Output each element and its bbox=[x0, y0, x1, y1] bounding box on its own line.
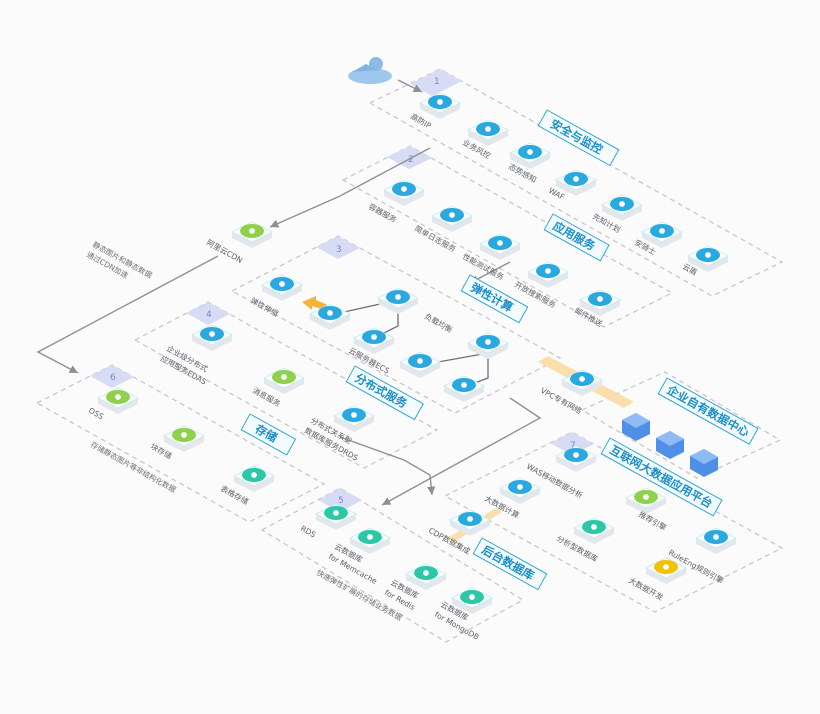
oss-icon bbox=[96, 387, 140, 414]
label-cdn: 阿里云CDN bbox=[205, 238, 244, 265]
zone-4-number: 4 bbox=[206, 310, 212, 320]
label-rds: RDS bbox=[299, 524, 317, 540]
firewall-icon bbox=[554, 169, 598, 196]
network-icon bbox=[230, 221, 274, 248]
connector-cdn-to-storage bbox=[36, 255, 219, 374]
redis-icon bbox=[404, 563, 448, 590]
connector-zone3-to-zone5 bbox=[381, 397, 542, 506]
gear-icon bbox=[418, 92, 462, 119]
zone-1-outline bbox=[368, 68, 784, 297]
zone-5-tab: 5 bbox=[318, 488, 362, 512]
zone-4-tab: 4 bbox=[186, 302, 230, 325]
shield-r-icon bbox=[466, 119, 510, 146]
message-icon bbox=[262, 367, 306, 394]
signal-icon bbox=[600, 194, 644, 221]
cdp-icon bbox=[448, 509, 492, 536]
zone-2-tab: 2 bbox=[387, 146, 432, 169]
label-tanxing: 弹性伸缩 bbox=[249, 295, 281, 319]
title-zone-5-text: 后台数据库 bbox=[479, 543, 537, 583]
label-tuijian: 推荐引擎 bbox=[637, 509, 669, 533]
server-rack-icon-2 bbox=[656, 431, 684, 459]
recommend-icon bbox=[624, 487, 668, 514]
zone-2-number: 2 bbox=[408, 155, 414, 165]
container-icon bbox=[382, 179, 426, 206]
zone-1-tab: 1 bbox=[410, 69, 462, 96]
zone-2-outline bbox=[341, 145, 674, 328]
was-icon bbox=[554, 445, 598, 472]
connector-zone4-to-zone5 bbox=[339, 436, 436, 496]
cloud-network-icon bbox=[560, 369, 604, 396]
server-icon bbox=[398, 351, 442, 378]
analytics-icon bbox=[572, 517, 616, 544]
rds-icon bbox=[314, 503, 358, 530]
chart-icon bbox=[478, 233, 522, 260]
app-icon bbox=[190, 324, 234, 351]
table-icon bbox=[232, 465, 276, 492]
memcache-icon bbox=[348, 527, 392, 554]
shield-icon bbox=[508, 142, 552, 169]
database-icon bbox=[332, 405, 376, 432]
scaling-icon bbox=[260, 274, 304, 301]
user-icon bbox=[348, 57, 392, 84]
zone-3-outline bbox=[230, 235, 562, 414]
title-zone-4-text: 分布式服务 bbox=[352, 371, 410, 411]
zone-5-outline bbox=[260, 487, 525, 643]
zone-7-number: 7 bbox=[570, 441, 576, 451]
mail-icon bbox=[578, 289, 622, 316]
server-rack-icon-3 bbox=[690, 449, 718, 477]
zone-6-outline bbox=[35, 364, 326, 523]
zone-7-outline bbox=[443, 431, 784, 613]
zone-5-number: 5 bbox=[338, 496, 344, 506]
title-enterprise-text: 企业自有数据中心 bbox=[664, 382, 753, 440]
check-shield-icon bbox=[640, 221, 684, 248]
zone-enterprise-outline bbox=[580, 371, 782, 479]
rule-icon bbox=[694, 527, 738, 554]
server-icon bbox=[352, 327, 396, 354]
cloud-shield-icon bbox=[686, 245, 730, 272]
zone-1-number: 1 bbox=[434, 77, 440, 87]
server-icon bbox=[308, 303, 352, 330]
label-fuzai: 负载均衡 bbox=[423, 311, 455, 335]
zone-4-outline bbox=[133, 301, 439, 469]
zone-3-tab: 3 bbox=[316, 236, 360, 259]
zone-3-number: 3 bbox=[336, 245, 342, 255]
dev-icon bbox=[644, 557, 688, 584]
highlight-arrow-scaling bbox=[302, 296, 330, 310]
search-icon bbox=[526, 261, 570, 288]
server-rack-icon-1 bbox=[622, 413, 650, 441]
balancer-icon bbox=[466, 332, 510, 359]
mongo-icon bbox=[450, 587, 494, 614]
connector-zone1-to-cdn bbox=[269, 147, 431, 228]
title-zone-6: 存储 bbox=[240, 413, 297, 456]
label-oss: OSS bbox=[87, 406, 105, 422]
log-icon bbox=[430, 205, 474, 232]
title-zone-1: 安全与监控 bbox=[537, 109, 620, 167]
compute-icon bbox=[498, 477, 542, 504]
server-icon bbox=[442, 375, 486, 402]
title-zone-1-text: 安全与监控 bbox=[548, 117, 606, 157]
connector-user-to-gateway bbox=[397, 79, 423, 93]
zone-6-number: 6 bbox=[110, 373, 116, 383]
balancer-icon bbox=[376, 287, 420, 314]
block-icon bbox=[162, 425, 206, 452]
zone-6-tab: 6 bbox=[90, 365, 134, 388]
label-rongqi: 容器服务 bbox=[367, 201, 399, 225]
